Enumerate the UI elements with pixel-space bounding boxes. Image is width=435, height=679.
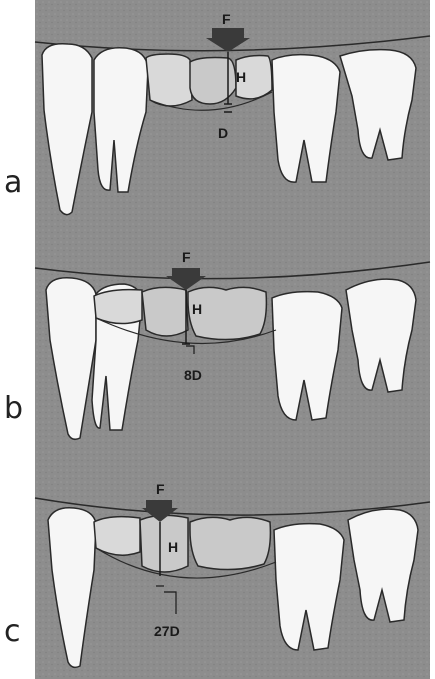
- height-label: H: [236, 69, 246, 85]
- pontic: [140, 515, 188, 572]
- height-label: H: [192, 301, 202, 317]
- force-label: F: [182, 249, 191, 265]
- deflection-label: 27D: [154, 623, 180, 639]
- abutment-crown: [146, 54, 192, 106]
- height-label: H: [168, 539, 178, 555]
- force-label: F: [156, 481, 165, 497]
- deflection-label: 8D: [184, 367, 202, 383]
- abutment-crown: [94, 290, 142, 324]
- deflection-label: D: [218, 125, 228, 141]
- pontic: [190, 58, 236, 105]
- abutment-crown: [94, 517, 140, 556]
- pontic: [142, 287, 188, 336]
- force-label: F: [222, 11, 231, 27]
- pontic: [190, 517, 270, 569]
